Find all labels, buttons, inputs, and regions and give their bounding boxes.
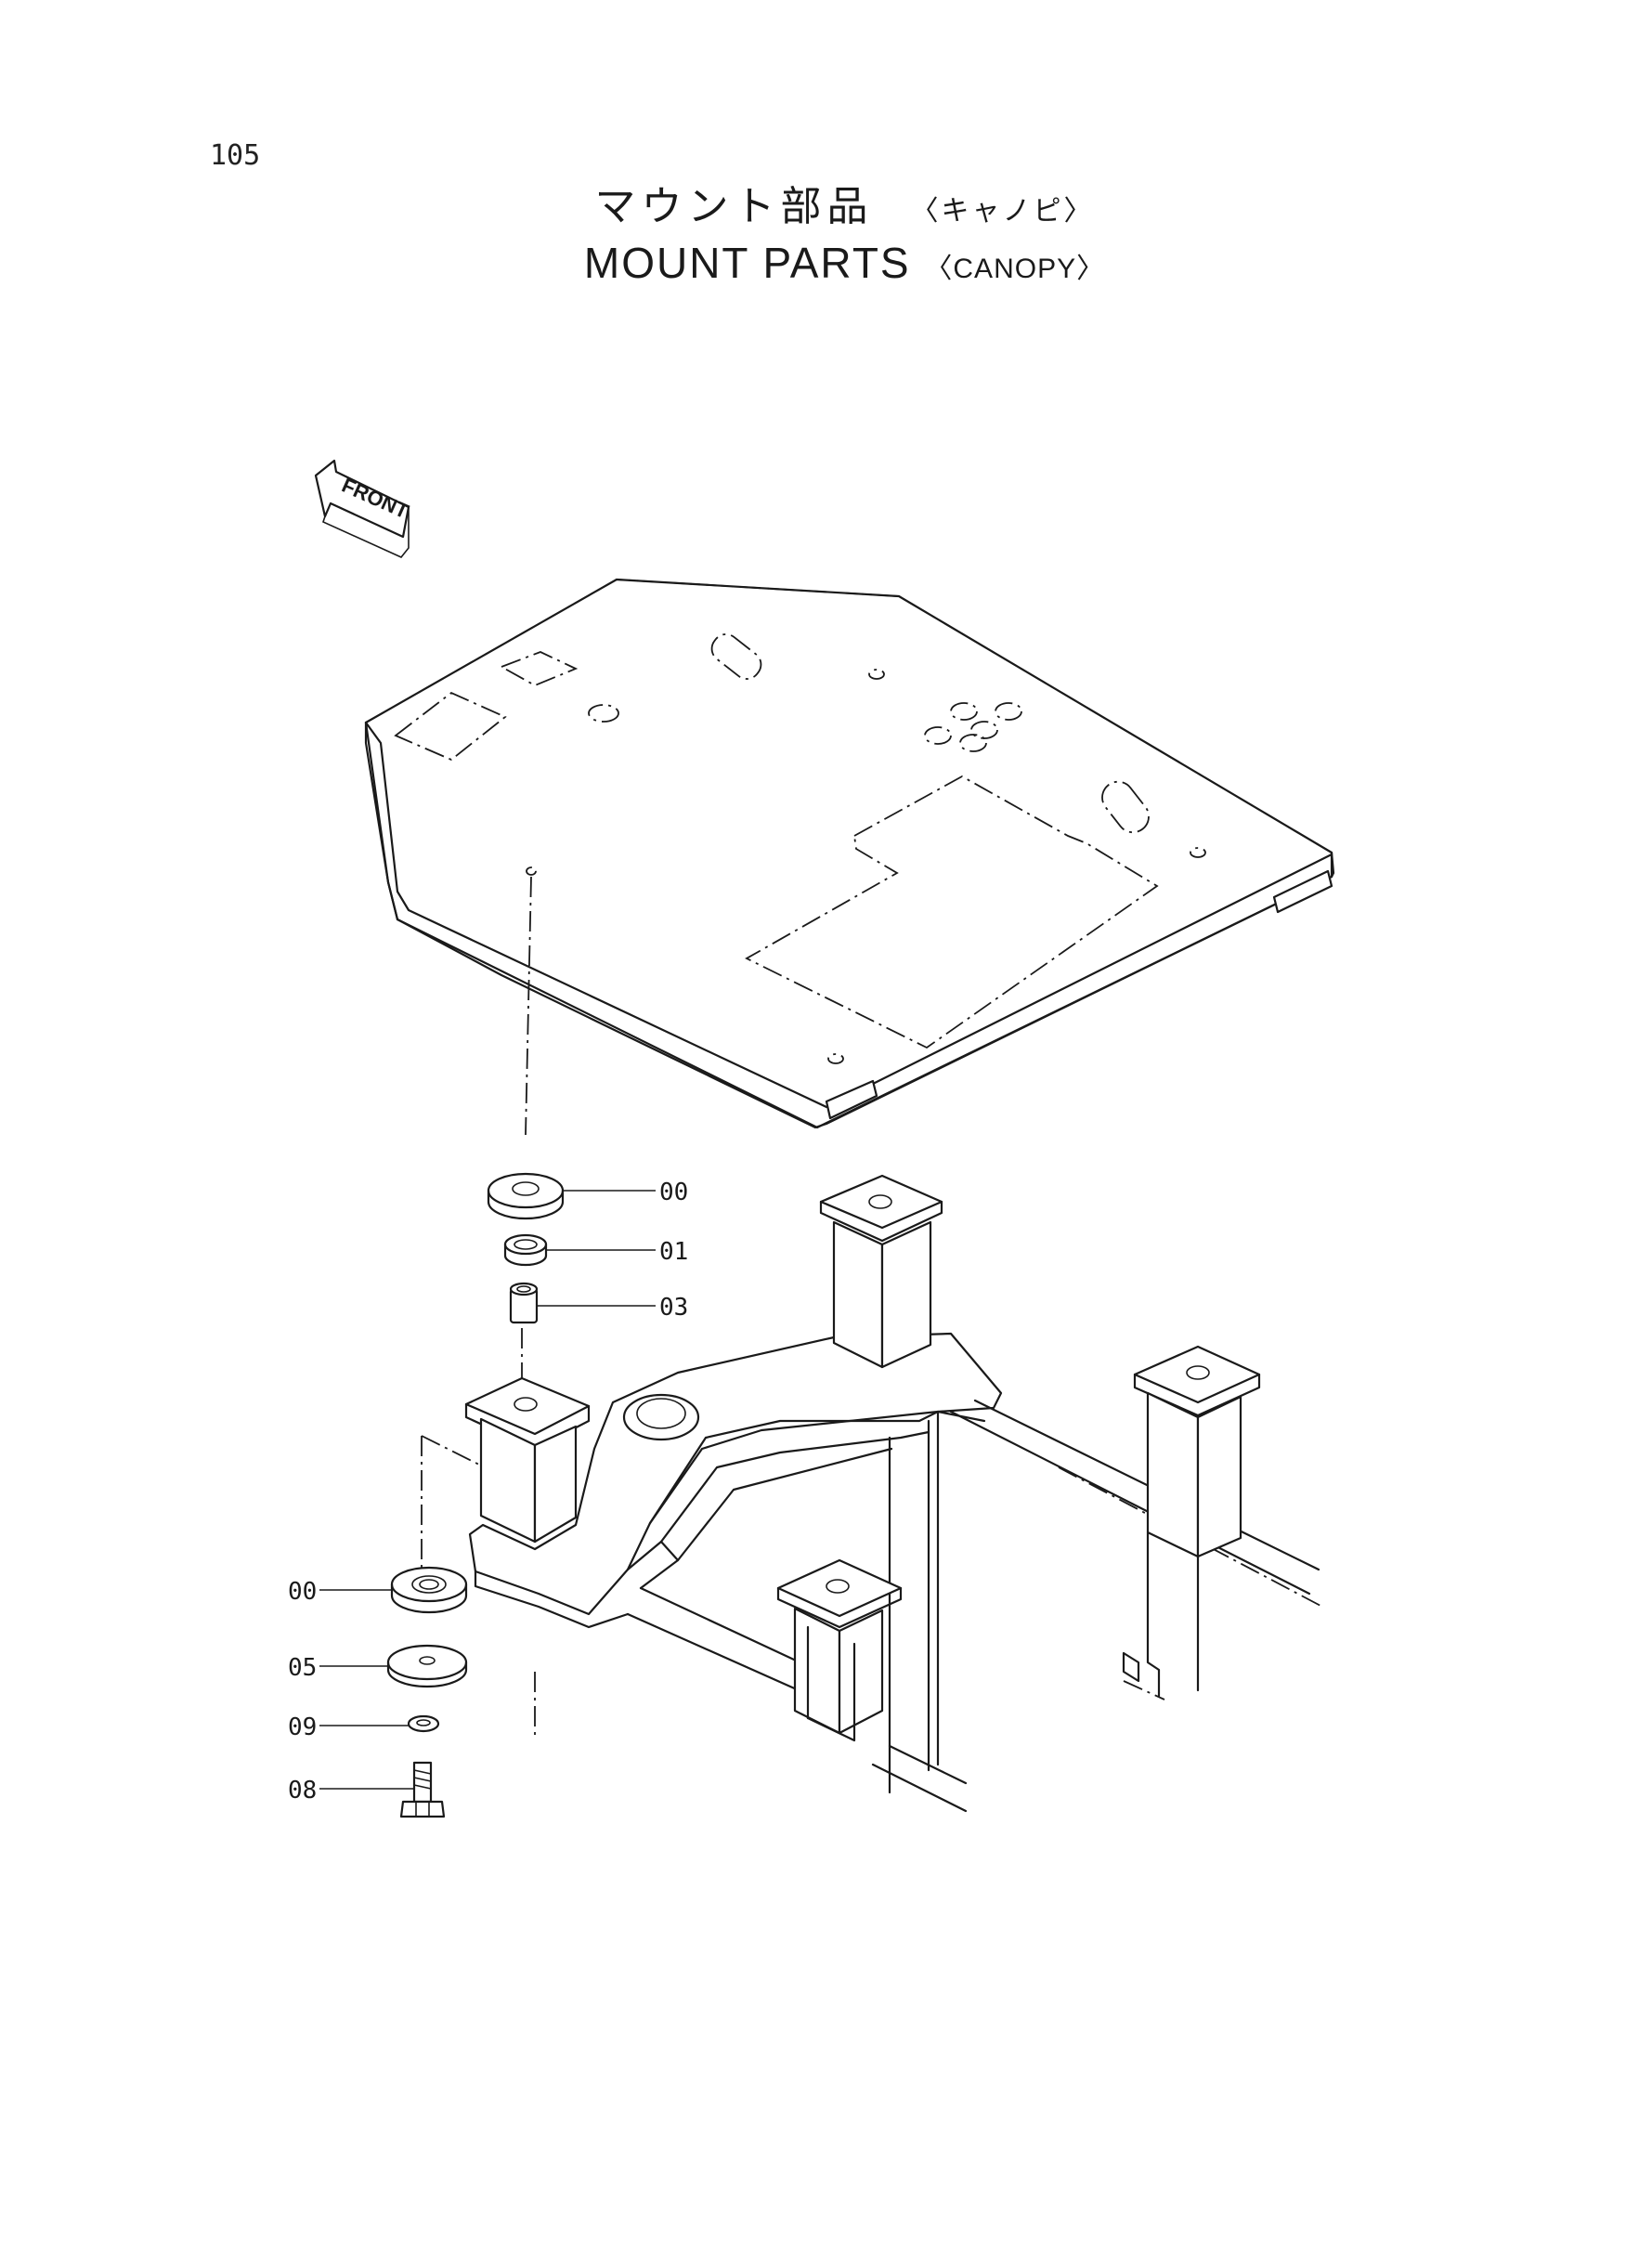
title-japanese-sub: 〈キャノピ〉 (910, 195, 1095, 228)
callout-labels: 00 01 03 00 05 09 08 (288, 1179, 688, 1804)
assembly-centerline (421, 876, 536, 1735)
title-english: MOUNT PARTS (583, 239, 911, 287)
title-block: マウント部品 〈キャノピ〉 MOUNT PARTS 〈CANOPY〉 (0, 173, 1652, 288)
callout-leaders (319, 1190, 656, 1790)
callout-09: 09 (288, 1713, 317, 1741)
callout-00-upper: 00 (659, 1179, 688, 1206)
callout-03: 03 (659, 1294, 688, 1322)
upper-parts-stack (487, 1172, 565, 1324)
floor-plate (364, 578, 1335, 1129)
callout-01: 01 (659, 1238, 688, 1266)
callout-05: 05 (288, 1654, 317, 1682)
title-japanese-line: マウント部品 〈キャノピ〉 (0, 173, 1652, 232)
canopy-base-frame (464, 1174, 1323, 1813)
callout-08: 08 (288, 1777, 317, 1804)
page-number: 105 (210, 139, 261, 172)
title-english-line: MOUNT PARTS 〈CANOPY〉 (37, 238, 1652, 288)
front-arrow-icon: FRONT (314, 459, 412, 558)
title-english-sub: 〈CANOPY〉 (924, 254, 1106, 284)
lower-parts-stack (386, 1566, 468, 1818)
title-japanese: マウント部品 (594, 183, 874, 230)
callout-00-lower: 00 (288, 1578, 317, 1606)
